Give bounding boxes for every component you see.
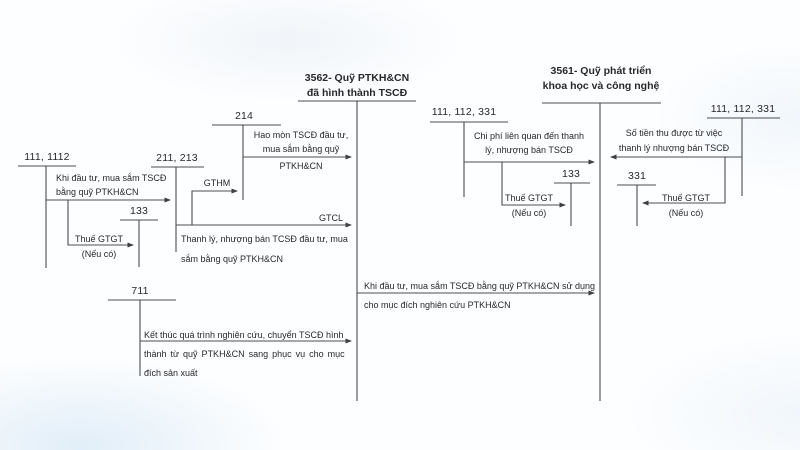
flow-vat-mid-note: (Nếu có)	[511, 208, 547, 218]
account-label-111-1112: 111, 1112	[24, 151, 70, 163]
flow-haomon-line3: PTKH&CN	[279, 161, 323, 171]
flow-invest-label: Khi đầu tư, mua sắm TSCĐ bằng quỹ PTKH&C…	[56, 171, 166, 199]
account-label-133-right: 133	[561, 168, 581, 180]
account-label-214: 214	[234, 110, 254, 122]
t-line-331	[617, 184, 656, 226]
flow-vat-left-note: (Nếu có)	[81, 249, 117, 259]
t-line-3562	[298, 100, 416, 401]
flow-ketthuc-line3: đích sản xuất	[144, 368, 198, 378]
t-line-111-1112	[18, 165, 76, 268]
arrow-vat-left	[67, 200, 134, 248]
flow-gthm-label: GTHM	[203, 178, 231, 188]
flow-thanhly-label: Thanh lý, nhượng bán TCSĐ đầu tư, mua sắ…	[181, 229, 348, 269]
flow-sotien-label: Số tiền thu được từ việc thanh lý nhượng…	[619, 126, 729, 156]
account-label-331: 331	[627, 170, 647, 182]
account-label-711: 711	[131, 285, 149, 297]
flow-chiphi-line1: Chi phí liên quan đến thanh	[473, 131, 585, 141]
flow-haomon-line2: mua sắm bằng quỹ	[262, 144, 340, 154]
flow-thanhly-line1: Thanh lý, nhượng bán TCSĐ đầu tư, mua	[181, 234, 348, 244]
account-label-111-112-331-mid: 111, 112, 331	[431, 106, 497, 118]
flow-ketthuc-label: Kết thúc quá trình nghiên cứu, chuyển TS…	[144, 326, 345, 383]
flow-haomon-label: Hao mòn TSCĐ đầu tư, mua sắm bằng quỹ	[254, 128, 348, 156]
t-line-3561	[542, 102, 661, 401]
t-line-711	[108, 299, 176, 376]
flow-gtcl-label: GTCL	[318, 213, 344, 223]
account-title-3562: 3562- Quỹ PTKH&CN đã hình thành TSCĐ	[305, 71, 409, 100]
flow-ketthuc-line2: thành từ quỹ PTKH&CN sang phục vụ cho mụ…	[144, 349, 345, 359]
t-line-111-112-331-mid	[430, 121, 508, 197]
flow-haomon-line1: Hao mòn TSCĐ đầu tư,	[253, 130, 349, 140]
flow-thanhly-line2: sắm bằng quỹ PTKH&CN	[181, 254, 284, 264]
account-title-3561: 3561- Quỹ phát triển khoa học và công ng…	[543, 64, 660, 93]
account-title-3561-line1: 3561- Quỹ phát triển	[550, 65, 652, 77]
flow-sotien-line1: Số tiền thu được từ việc	[625, 128, 723, 138]
account-label-111-112-331-right: 111, 112, 331	[710, 103, 776, 115]
t-line-211-213	[151, 166, 204, 252]
flow-sudung-line2: cho mục đích nghiên cứu PTKH&CN	[364, 300, 511, 310]
account-title-3562-line1: 3562- Quỹ PTKH&CN	[304, 72, 410, 84]
flow-ketthuc-line1: Kết thúc quá trình nghiên cứu, chuyển TS…	[144, 330, 344, 340]
t-line-133-left	[120, 219, 158, 267]
flow-vat-right-note: (Nếu có)	[668, 208, 704, 218]
flow-chiphi-label: Chi phí liên quan đến thanh lý, nhượng b…	[474, 129, 584, 157]
t-line-133-right	[554, 182, 590, 226]
flow-chiphi-line2: lý, nhượng bán TSCĐ	[485, 145, 573, 155]
flow-sudung-line1: Khi đầu tư, mua sắm TSCĐ bằng quỹ PTKH&C…	[364, 281, 595, 291]
account-label-133-left: 133	[129, 205, 149, 217]
flow-vat-mid-label: Thuế GTGT	[504, 193, 554, 203]
flow-sudung-label: Khi đầu tư, mua sắm TSCĐ bằng quỹ PTKH&C…	[364, 277, 595, 315]
flow-vat-right-label: Thuế GTGT	[661, 193, 711, 203]
account-title-3562-line2: đã hình thành TSCĐ	[306, 86, 408, 99]
flow-vat-left-label: Thuế GTGT	[74, 234, 124, 244]
account-label-211-213: 211, 213	[156, 152, 198, 164]
t-line-214	[212, 124, 281, 200]
flow-invest-line2: bằng quỹ PTKH&CN	[56, 187, 139, 197]
flow-sotien-line2: thanh lý nhượng bán TSCĐ	[618, 143, 730, 153]
arrow-vat-right	[642, 157, 726, 206]
flow-invest-line1: Khi đầu tư, mua sắm TSCĐ	[56, 173, 167, 183]
arrow-vat-mid	[501, 162, 566, 208]
arrow-gthm	[191, 188, 238, 225]
account-title-3561-line2: khoa học và công nghệ	[542, 79, 660, 92]
